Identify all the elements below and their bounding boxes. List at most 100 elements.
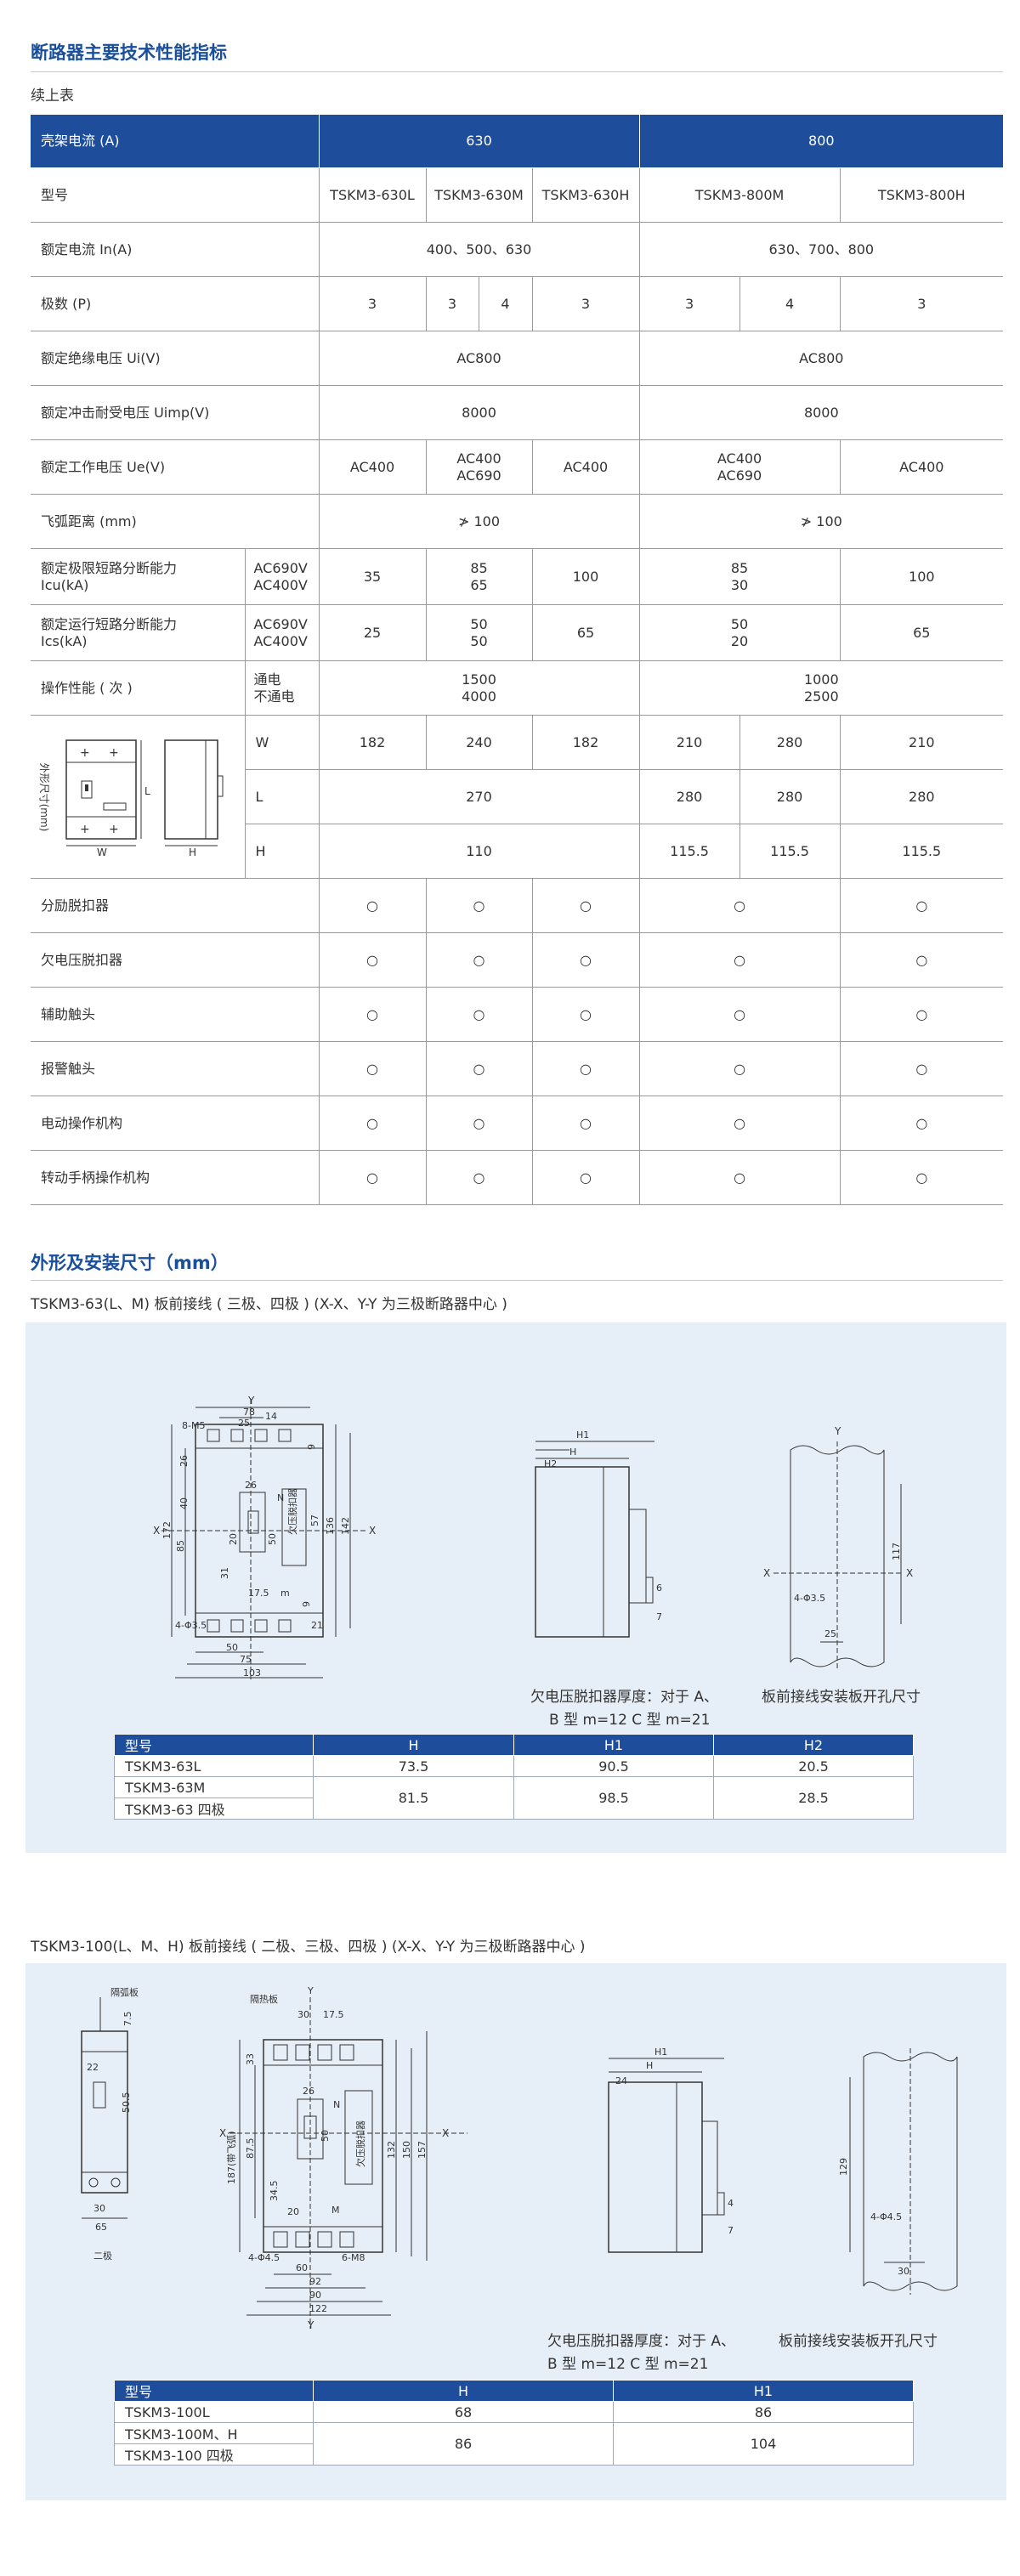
dim-l-cell: 280: [739, 769, 841, 824]
d100-plate-30: 30: [898, 2266, 910, 2277]
ue-cell: AC400: [839, 439, 1004, 495]
t63-cell: 90.5: [513, 1755, 714, 1777]
frame-800: 800: [638, 114, 1004, 168]
ui-630: AC800: [318, 331, 640, 386]
d100-50: 50: [320, 2130, 331, 2142]
dim-w-cell: 210: [638, 715, 740, 770]
accessory-mark: ○: [531, 987, 640, 1042]
t63-cell: TSKM3-63L: [114, 1755, 314, 1777]
dim-h-630: 110: [318, 824, 640, 879]
plate-phi: 4-Φ3.5: [794, 1593, 825, 1604]
dim-9b: 9: [301, 1601, 312, 1607]
d100-m: M: [332, 2205, 340, 2216]
dim-31: 31: [219, 1567, 230, 1579]
spec-header-row: 壳架电流 (A) 630 800: [31, 114, 1004, 168]
d100-87-5: 87.5: [245, 2138, 256, 2160]
t63-cell: 81.5: [313, 1776, 514, 1820]
ics-cell: 65: [531, 604, 640, 661]
uimp-800: 8000: [638, 385, 1004, 440]
accessory-row: 辅助触头○○○○○: [31, 987, 1004, 1042]
d100-30: 30: [94, 2203, 105, 2214]
drawing-h: H: [189, 846, 196, 858]
plate-117: 117: [891, 1543, 902, 1560]
t100-cell: 86: [613, 2401, 914, 2423]
dim-26: 26: [178, 1455, 190, 1467]
dim-8m5: 8-M5: [182, 1420, 205, 1431]
dim-l-630: 270: [318, 769, 640, 824]
t63-head: 型号: [114, 1734, 314, 1756]
accessory-row: 转动手柄操作机构○○○○○: [31, 1150, 1004, 1205]
dim-h-row: H 110 115.5 115.5 115.5: [31, 824, 1004, 879]
subtitle-63: TSKM3-63(L、M) 板前接线 ( 三极、四极 ) (X-X、Y-Y 为三…: [31, 1296, 507, 1313]
dim-l-label: L: [244, 769, 320, 824]
model-cell: TSKM3-630L: [318, 167, 427, 223]
section-title-dimensions: 外形及安装尺寸（mm）: [31, 1253, 229, 1273]
d100-side-24: 24: [615, 2075, 627, 2086]
accessory-mark: ○: [638, 932, 841, 988]
rated-current-row: 额定电流 In(A) 400、500、630 630、700、800: [31, 222, 1004, 277]
accessory-mark: ○: [425, 878, 533, 933]
dim-w-cell: 240: [425, 715, 533, 770]
rated-current-label: 额定电流 In(A): [31, 222, 320, 277]
dim-25: 25: [238, 1418, 250, 1429]
d100-132: 132: [386, 2141, 397, 2159]
d100-17-5: 17.5: [323, 2009, 344, 2020]
d100-plate-129: 129: [838, 2158, 849, 2176]
caption-63-plate: 板前接线安装板开孔尺寸: [762, 1689, 921, 1706]
accessory-mark: ○: [839, 1096, 1004, 1151]
poles-cell: 4: [739, 276, 841, 331]
tskm3-100-drawings: 隔弧板 7.5 22 50.5 30 65 二极 隔热板 Y 30 17.5 3…: [81, 1985, 958, 2331]
poles-cell: 3: [425, 276, 479, 331]
ui-label: 额定绝缘电压 Ui(V): [31, 331, 320, 386]
t63-cell: 98.5: [513, 1776, 714, 1820]
accessory-row: 电动操作机构○○○○○: [31, 1096, 1004, 1151]
dim-w-cell: 182: [531, 715, 640, 770]
dim-75: 75: [240, 1654, 252, 1665]
ue-label: 额定工作电压 Ue(V): [31, 439, 320, 495]
accessory-mark: ○: [638, 1096, 841, 1151]
plate-25: 25: [824, 1628, 836, 1639]
dim-103: 103: [243, 1667, 261, 1679]
accessory-row: 报警触头○○○○○: [31, 1041, 1004, 1096]
poles-cell: 3: [318, 276, 427, 331]
label-uv-release: 欠压脱扣器: [286, 1488, 298, 1535]
side-6: 6: [656, 1582, 662, 1594]
spec-table: 壳架电流 (A) 630 800 型号 TSKM3-630L TSKM3-630…: [31, 114, 1004, 1205]
accessory-label: 辅助触头: [31, 987, 320, 1042]
poles-cell: 3: [839, 276, 1004, 331]
d100-22: 22: [87, 2062, 99, 2073]
d100-phi: 4-Φ4.5: [248, 2252, 280, 2263]
model-cell: TSKM3-800H: [839, 167, 1004, 223]
model-cell: TSKM3-630H: [531, 167, 640, 223]
dim-w-cell: 210: [839, 715, 1004, 770]
drawing-w: W: [97, 846, 107, 858]
accessory-label: 分励脱扣器: [31, 878, 320, 933]
accessory-mark: ○: [638, 878, 841, 933]
dim-172: 172: [162, 1521, 173, 1539]
t100-head: 型号: [114, 2380, 314, 2402]
d100-30b: 30: [298, 2009, 309, 2020]
d100-n: N: [333, 2099, 340, 2110]
accessory-row: 分励脱扣器○○○○○: [31, 878, 1004, 933]
drawing-panel-63: Y 78 25 14 8-M5 26 40 85 172 X 31 26 20 …: [26, 1322, 1006, 1853]
accessory-mark: ○: [425, 1096, 533, 1151]
t63-head: H: [313, 1734, 514, 1756]
caption-100-plate: 板前接线安装板开孔尺寸: [779, 2333, 938, 2350]
arc-label: 飞弧距离 (mm): [31, 494, 320, 549]
d100-33: 33: [245, 2053, 256, 2065]
axis-y: Y: [247, 1395, 255, 1407]
drawing-panel-100: 隔弧板 7.5 22 50.5 30 65 二极 隔热板 Y 30 17.5 3…: [26, 1963, 1006, 2500]
accessory-row: 欠电压脱扣器○○○○○: [31, 932, 1004, 988]
d100-34-5: 34.5: [269, 2181, 280, 2202]
d100-65: 65: [95, 2222, 107, 2233]
dim-14: 14: [265, 1411, 277, 1422]
side-h1: H1: [576, 1430, 589, 1441]
